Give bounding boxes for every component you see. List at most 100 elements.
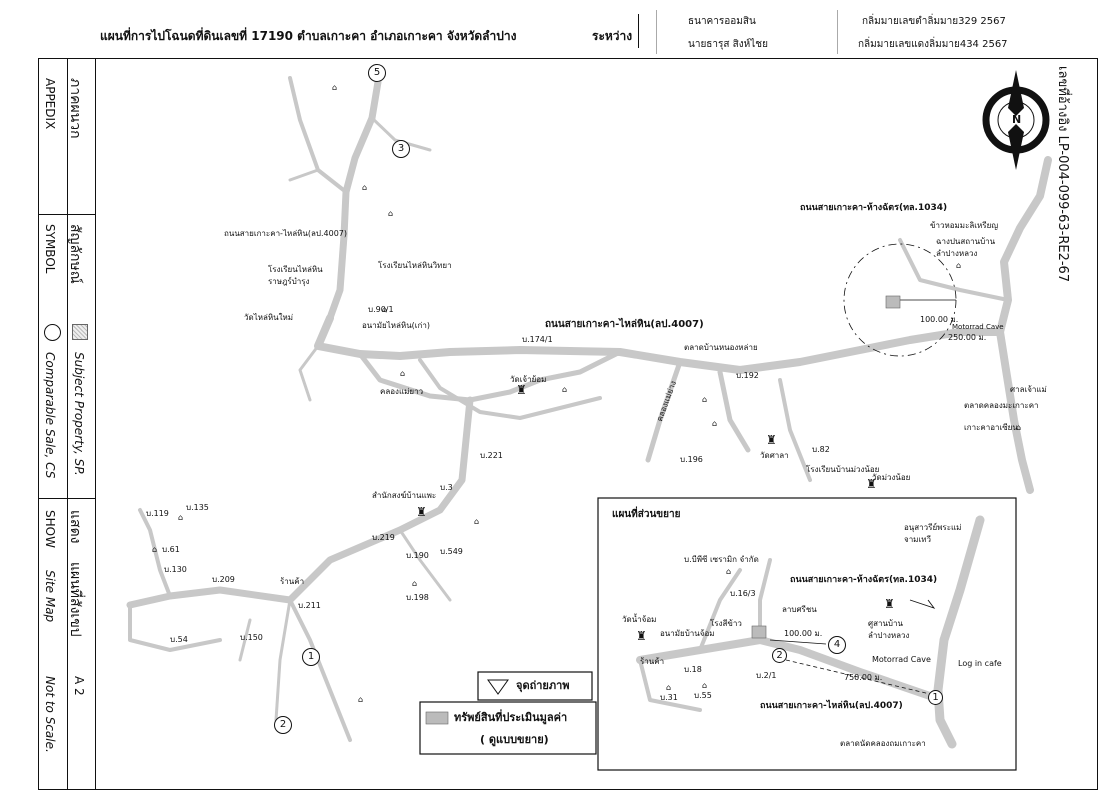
inset-road-4007 <box>636 636 934 700</box>
inset-road-a <box>698 568 742 652</box>
legend-property-label: ทรัพย์สินที่ประเมินมูลค่า <box>454 711 568 724</box>
subject-property-swatch <box>72 324 88 340</box>
map-title: แผนที่การไปโฉนดที่ดินเลขที่ 17190 ตำบลเก… <box>100 29 517 43</box>
inset-marker-4: 4 <box>828 636 846 654</box>
inset-marker-1: 1 <box>928 690 943 705</box>
deed-1: กลิ่มมายเลขตำลิ่มมาย329 2567 <box>862 16 1006 27</box>
party-box <box>656 10 838 54</box>
inset-temple: วัดน้ำจ้อม <box>622 615 657 624</box>
label-kamnan: ฉางปนสถานบ้านลำปางหลวง <box>936 237 996 258</box>
label-house-12: บ.192 <box>736 371 759 380</box>
inset-arrow <box>909 599 936 609</box>
temple-icon: ♜ <box>516 383 527 397</box>
label-health-center: อนามัยไหล่หิน(เก่า) <box>362 321 430 330</box>
house-icon: ⌂ <box>725 567 732 576</box>
label-house-1: บ.90/1 <box>368 305 394 314</box>
inset-distance-750: 750.00 ม. <box>844 673 883 682</box>
label-house-2: บ.174/1 <box>522 335 553 344</box>
legend-property-sub: ( ดูแบบขยาย) <box>480 733 549 746</box>
label-road-4007-mid: ถนนสายเกาะคา-ไหล่หิน(ลป.4007) <box>545 319 704 330</box>
temple-icon: ♜ <box>766 433 777 447</box>
road-east-spur <box>898 238 1010 302</box>
deed-2: กลิ่มมายเลขแดงลิ่มมาย434 2567 <box>858 39 1008 50</box>
label-house-16: บ.130 <box>164 565 187 574</box>
inset-health: อนามัยบ้านจ้อม <box>660 629 715 638</box>
legend-swatch <box>425 711 449 725</box>
house-icon: ⌂ <box>387 209 394 218</box>
label-house-6: บ.211 <box>298 601 321 610</box>
road-center-loop <box>357 349 623 403</box>
label-temple-2: วัดเจ้าย้อม <box>510 375 547 384</box>
road-misc-2 <box>238 618 252 662</box>
label-house-19: บ.549 <box>440 547 463 556</box>
inset-num-1: บ.16/3 <box>730 589 756 598</box>
label-house-18: บ.3 <box>440 483 453 492</box>
inset-dist-100 <box>769 639 827 645</box>
house-icon: ⌂ <box>473 517 480 526</box>
road-se-3 <box>778 378 812 482</box>
house-icon: ⌂ <box>177 513 184 522</box>
inset-road-1034-label: ถนนสายเกาะคา-ห้างฉัตร(ทล.1034) <box>790 575 938 585</box>
road-se-1 <box>645 359 683 463</box>
inset-distance-100: 100.00 ม. <box>784 629 823 638</box>
road-north-left2 <box>288 168 320 182</box>
house-icon: ⌂ <box>411 579 418 588</box>
label-house-4: บ.219 <box>372 533 395 542</box>
house-icon: ⌂ <box>701 395 708 404</box>
road-sw-loop <box>128 603 222 652</box>
house-icon: ⌂ <box>331 83 338 92</box>
label-distance-100: 100.00 ม. <box>920 315 959 324</box>
temple-icon: ♜ <box>636 629 647 643</box>
label-school-1: โรงเรียนไหล่หินราษฎร์บำรุง <box>268 265 323 286</box>
inset-shop: ร้านค้า <box>640 657 665 666</box>
road-1034-south <box>996 328 1034 494</box>
photo-point-icon <box>487 679 509 695</box>
inset-road-4007-label: ถนนสายเกาะคา-ไหล่หิน(ลป.4007) <box>760 701 903 711</box>
between-label: ระหว่าง <box>592 29 633 43</box>
road-south-1 <box>288 598 352 742</box>
inset-monument: อนุสาวรีย์พระแม่จามเทวี <box>904 523 962 544</box>
inset-company: บ.บีพีซี เซรามิก จำกัด <box>684 555 759 564</box>
label-ko-kha: เกาะคาอาเซียน <box>964 423 1018 432</box>
road-south-3 <box>398 528 452 602</box>
label-school-2: โรงเรียนไหล่หินวิทยา <box>378 261 452 270</box>
house-icon: ⌂ <box>701 681 708 690</box>
house-icon: ⌂ <box>151 545 158 554</box>
inset-road-c <box>638 658 702 712</box>
label-road-4007-top: ถนนสายเกาะคา-ไหล่หิน(ลป.4007) <box>224 229 348 238</box>
compass-icon <box>982 70 1050 170</box>
subject-property-main <box>885 295 901 309</box>
inset-lab: ลาบศรีชน <box>782 605 817 614</box>
label-house-17: บ.54 <box>170 635 188 644</box>
house-icon: ⌂ <box>399 369 406 378</box>
legend-box <box>477 671 593 701</box>
label-house-3: บ.221 <box>480 451 503 460</box>
compass-label: N <box>1012 113 1022 126</box>
road-se-2 <box>717 369 751 453</box>
party-2: นายธารุส สิงห์ไชย <box>688 39 768 50</box>
road-sw-branch <box>138 508 172 598</box>
inset-title: แผนที่ส่วนขยาย <box>612 509 681 520</box>
label-distance-250: 250.00 ม. <box>948 333 987 342</box>
label-house-14: บ.135 <box>186 503 209 512</box>
inset-num-5: บ.2/1 <box>756 671 777 680</box>
inset-num-2: บ.18 <box>684 665 702 674</box>
house-icon: ⌂ <box>381 305 388 314</box>
inset-market: ตลาดนัดคลองถมเกาะคา <box>840 739 926 748</box>
temple-icon: ♜ <box>416 505 427 519</box>
legend-box-2 <box>419 701 597 755</box>
inset-log: Log in cafe <box>958 659 1002 668</box>
house-icon: ⌂ <box>1015 423 1022 432</box>
label-shop: ร้านค้า <box>280 577 305 586</box>
road-1034 <box>996 156 1052 336</box>
house-icon: ⌂ <box>561 385 568 394</box>
road-south-2 <box>274 598 292 722</box>
house-icon: ⌂ <box>361 183 368 192</box>
road-southwest <box>126 586 294 609</box>
marker-2: 2 <box>274 716 292 734</box>
label-house-5: บ.209 <box>212 575 235 584</box>
label-office: สำนักสงฆ์บ้านแพะ <box>372 491 437 500</box>
marker-5: 5 <box>368 64 386 82</box>
road-north-branch <box>370 116 432 152</box>
